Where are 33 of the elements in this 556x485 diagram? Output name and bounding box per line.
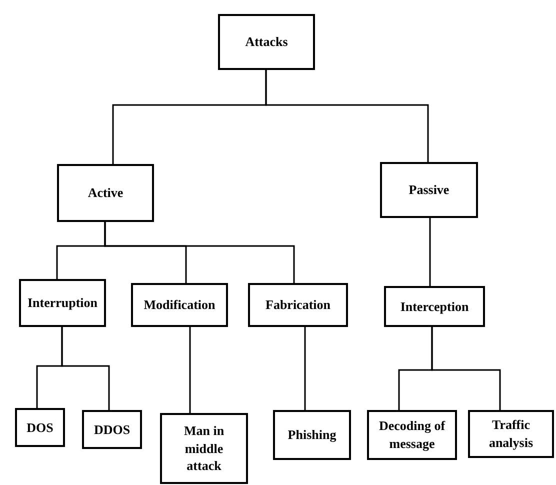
category-box: [218, 14, 315, 70]
category-box: [160, 413, 248, 484]
box-label: Man in middle attack: [182, 422, 226, 475]
box-label: Fabrication: [266, 296, 330, 314]
category-box: [273, 410, 351, 460]
box-label: Phishing: [288, 426, 336, 444]
box-label: Traffic analysis: [488, 416, 534, 452]
category-box: [367, 410, 457, 460]
category-box: [380, 162, 478, 218]
connector-line: [431, 327, 501, 410]
box-label: Active: [88, 184, 124, 202]
category-box: [384, 286, 485, 327]
category-box: [468, 410, 554, 458]
connector-line: [61, 327, 110, 410]
box-label: Interception: [400, 298, 469, 316]
box-label: Passive: [408, 181, 450, 199]
box-label: Modification: [144, 296, 216, 314]
connector-line: [304, 327, 306, 410]
category-box: [82, 410, 142, 449]
connector-line: [189, 327, 191, 413]
box-label: Decoding of message: [378, 417, 446, 453]
category-box: [19, 279, 106, 327]
box-label: Interruption: [27, 294, 98, 312]
category-box: [57, 164, 154, 222]
box-label: DDOS: [94, 420, 130, 438]
category-box: [131, 283, 228, 327]
category-box: [15, 408, 65, 447]
connector-line: [429, 218, 431, 286]
box-label: DOS: [26, 418, 54, 436]
connector-line: [265, 70, 429, 162]
category-box: [248, 283, 348, 327]
box-label: Attacks: [245, 33, 288, 51]
connector-line: [104, 222, 295, 283]
